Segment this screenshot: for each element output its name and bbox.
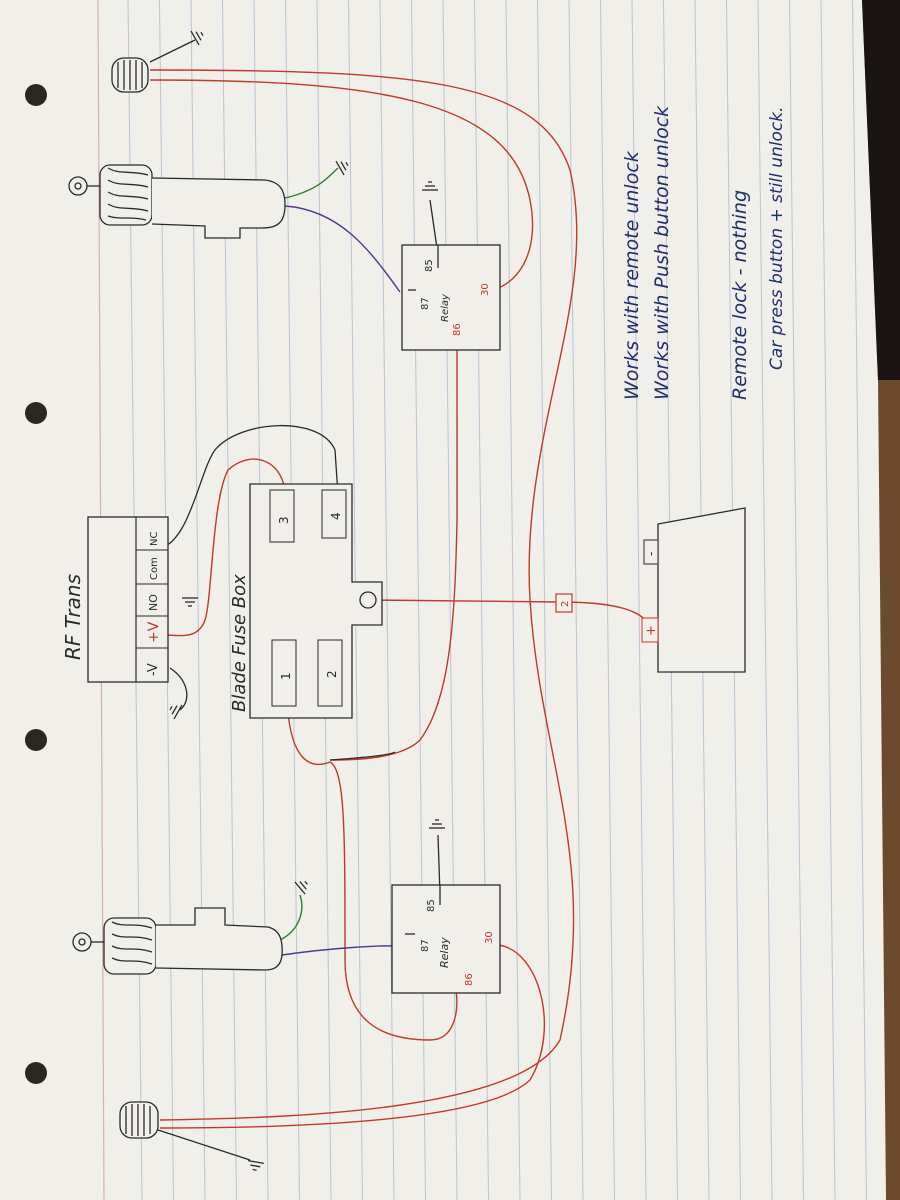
relay-top-pin-86: 86 [452, 323, 463, 336]
ruled-line [505, 0, 521, 1200]
terminal-com: Com [149, 557, 160, 580]
fuse-box-title: Blade Fuse Box [229, 574, 250, 712]
dark-background [862, 0, 900, 380]
fuse-box-stud [359, 591, 377, 609]
coil-bottom [119, 1101, 159, 1139]
rf-receiver: RF Trans -V +V NO Com NC [61, 516, 169, 683]
relay-bottom-pin-85: 85 [426, 899, 437, 912]
relay-top-pin-85: 85 [424, 259, 435, 272]
inline-fuse: 2 [555, 593, 573, 613]
ruled-line [442, 0, 458, 1200]
black-wire-bottom-ground [151, 1127, 251, 1161]
ruled-line [852, 0, 867, 1200]
ground-icon [190, 30, 204, 46]
fuse-3-label: 3 [277, 516, 291, 524]
fuse-slot-2 [317, 639, 343, 707]
fuse-slot-4 [321, 489, 347, 539]
ruled-line [631, 0, 647, 1200]
ground-icon [294, 880, 308, 895]
actuator-bottom [72, 907, 283, 975]
ground-icon [169, 704, 183, 720]
black-wire-minusV-ground [169, 667, 188, 711]
ruled-line [600, 0, 615, 1200]
ground-icon [248, 1159, 264, 1171]
ruled-line [537, 0, 552, 1200]
rf-receiver-title: RF Trans [61, 574, 85, 660]
punch-hole [25, 402, 47, 424]
ground-icon [182, 597, 198, 607]
fuse-slot-1 [271, 639, 297, 707]
relay-bottom-pin-87: 87 [420, 939, 431, 952]
red-wire-relay86-to-fuse2 [329, 330, 458, 761]
fuse-1-label: 1 [279, 672, 293, 680]
red-wire-fuse1-to-relay86 [286, 699, 458, 1041]
red-wire-fuse3-to-plusV [163, 458, 286, 637]
black-wire-nc-to-fuse4 [160, 424, 339, 549]
punch-hole [25, 729, 47, 751]
handwritten-notes: Works with remote unlock Works with Push… [621, 105, 787, 400]
fuse-4-label: 4 [329, 512, 343, 520]
relay-top-label: Relay [440, 293, 451, 322]
blade-fuse-box: 1 2 3 4 Blade Fuse Box [229, 483, 383, 719]
red-wire-bottom-to-relay30 [159, 944, 545, 1129]
note-line-4: Car press button + still unlock. [767, 106, 787, 370]
punch-holes [25, 84, 47, 1084]
note-line-2: Works with Push button unlock [651, 105, 673, 400]
relay-top-pin-87: 87 [420, 297, 431, 310]
battery: - + [641, 507, 746, 673]
relay-bottom: 85 87 Relay 86 30 [391, 884, 501, 994]
relay-bottom-pin-30: 30 [484, 931, 495, 944]
ground-icon [422, 181, 438, 191]
black-wire-junction [329, 751, 396, 761]
terminal-no: NO [147, 594, 160, 611]
green-wire-bottom-actuator [279, 894, 303, 941]
note-line-1: Works with remote unlock [621, 150, 643, 400]
relay-top: 85 87 Relay 86 30 [401, 244, 501, 351]
black-wire-top-ground [149, 39, 196, 63]
note-line-3: Remote lock - nothing [729, 190, 751, 400]
actuator-top [68, 164, 286, 239]
battery-negative-terminal [643, 539, 659, 565]
battery-positive-terminal [641, 617, 659, 643]
inline-fuse-label: 2 [560, 601, 571, 607]
punch-hole [25, 1062, 47, 1084]
terminal-minus-v: -V [146, 663, 161, 676]
ground-symbols [169, 30, 445, 1171]
red-wire-top-to-relay30 [149, 79, 534, 293]
purple-wire-top-actuator [284, 205, 401, 293]
ruled-line [474, 0, 489, 1200]
battery-minus-label: - [644, 552, 658, 556]
relay-bottom-pin-86: 86 [464, 973, 475, 986]
fuse-slot-3 [269, 489, 295, 543]
ruled-line [789, 0, 804, 1200]
coil-top [111, 57, 149, 93]
battery-plus-label: + [644, 625, 659, 636]
ground-icon [335, 160, 349, 176]
relay-bottom-label: Relay [438, 937, 451, 968]
punch-hole [25, 84, 47, 106]
ruled-line [820, 0, 836, 1200]
ground-icon [429, 819, 445, 829]
ruled-line [568, 0, 584, 1200]
terminal-nc: NC [149, 532, 160, 546]
red-wire-long-loop [149, 69, 578, 1121]
fuse-2-label: 2 [325, 670, 339, 678]
terminal-plus-v: +V [146, 621, 162, 643]
ruled-line [757, 0, 773, 1200]
green-wire-top-actuator [284, 167, 339, 199]
relay-top-pin-30: 30 [480, 283, 491, 296]
